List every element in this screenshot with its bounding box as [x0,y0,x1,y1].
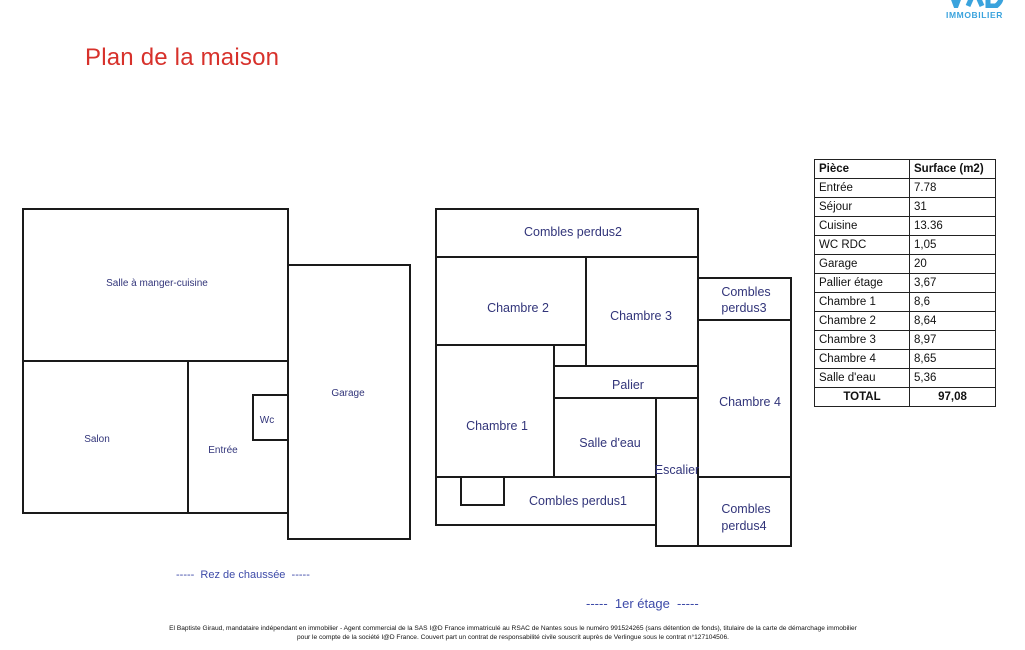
label-wc: Wc [260,415,274,426]
cell-surface: 8,64 [909,311,996,331]
label-entree: Entrée [208,445,238,456]
header-surface: Surface (m2) [909,159,996,179]
label-chambre3: Chambre 3 [610,309,672,323]
cell-surface: 5,36 [909,368,996,388]
room-chambre1 [435,344,555,478]
table-header-row: Pièce Surface (m2) [814,159,996,179]
cell-surface: 31 [909,197,996,217]
label-chambre4: Chambre 4 [719,395,781,409]
label-salon: Salon [84,434,110,445]
footer-line-1: El Baptiste Giraud, mandataire indépenda… [169,625,857,632]
label-salle-eau: Salle d'eau [579,436,641,450]
label-combles3-b: perdus3 [721,301,766,315]
total-label: TOTAL [814,387,910,407]
room-entree [187,360,289,514]
cell-surface: 8,97 [909,330,996,350]
label-chambre2: Chambre 2 [487,301,549,315]
room-escalier [655,397,699,547]
rdc-plan: Salle à manger-cuisine Salon Entrée Wc G… [22,208,411,540]
header-piece: Pièce [814,159,910,179]
label-palier: Palier [612,378,644,392]
cell-surface: 8,65 [909,349,996,369]
label-combles2: Combles perdus2 [524,225,622,239]
cell-piece: Chambre 4 [814,349,910,369]
label-escalier: Escalier [655,463,699,477]
label-garage: Garage [331,388,365,399]
footer-line-2: pour le compte de la société I@D France.… [297,633,729,641]
label-chambre1: Chambre 1 [466,419,528,433]
cell-piece: Pallier étage [814,273,910,293]
cell-surface: 7.78 [909,178,996,198]
cell-piece: Chambre 1 [814,292,910,312]
label-combles3-a: Combles [721,285,770,299]
logo-text: IMMOBILIER [946,10,1003,20]
table-total-row: TOTAL 97,08 [814,387,996,407]
cell-surface: 8,6 [909,292,996,312]
room-combles1 [435,476,657,526]
label-combles4-a: Combles [721,502,770,516]
cell-surface: 13.36 [909,216,996,236]
cell-piece: Entrée [814,178,910,198]
cell-piece: Chambre 2 [814,311,910,331]
cell-piece: Séjour [814,197,910,217]
cell-piece: Garage [814,254,910,274]
cell-surface: 20 [909,254,996,274]
label-combles1: Combles perdus1 [529,494,627,508]
logo-mark [946,0,1008,8]
cell-surface: 1,05 [909,235,996,255]
cell-piece: WC RDC [814,235,910,255]
total-value: 97,08 [909,387,996,407]
cell-piece: Chambre 3 [814,330,910,350]
cell-piece: Salle d'eau [814,368,910,388]
iad-logo: IMMOBILIER [938,0,1018,28]
caption-rdc: ----- Rez de chaussée ----- [176,569,310,581]
room-garage [287,264,411,540]
room-combles4 [697,476,792,547]
etage-plan: Combles perdus2 Chambre 2 Chambre 3 Comb… [435,208,792,547]
cell-piece: Cuisine [814,216,910,236]
label-combles4-b: perdus4 [721,519,766,533]
cell-surface: 3,67 [909,273,996,293]
legal-footer: El Baptiste Giraud, mandataire indépenda… [60,625,966,642]
label-salle-manger: Salle à manger-cuisine [106,278,208,289]
page-title: Plan de la maison [85,44,280,71]
caption-etage: ----- 1er étage ----- [586,596,699,611]
